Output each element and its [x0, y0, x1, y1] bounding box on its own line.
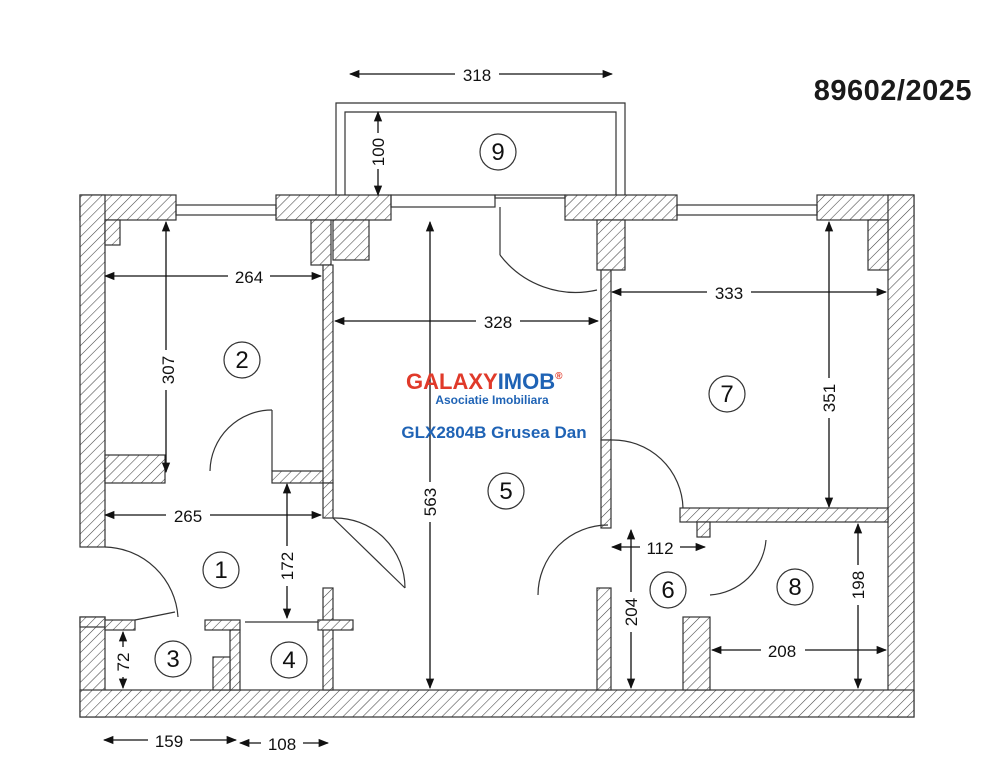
dim-room7-width: 333	[715, 284, 743, 303]
outer-walls	[79, 194, 915, 718]
logo-name-part1: GALAXY	[406, 369, 498, 394]
dim-room7-depth: 351	[820, 384, 839, 412]
dim-balcony-depth: 100	[369, 138, 388, 166]
dimension-labels: 318 100 264 307 328 563 333 351 265 172 …	[112, 64, 869, 754]
dim-hall-width: 265	[174, 507, 202, 526]
room-number-7: 7	[720, 381, 733, 408]
room-number-8: 8	[788, 574, 801, 601]
listing-label: GLX2804B Grusea Dan	[401, 423, 586, 442]
room-number-1: 1	[214, 557, 227, 584]
svg-text:GALAXYIMOB®: GALAXYIMOB®	[406, 369, 563, 394]
logo-name-part2: IMOB	[498, 369, 555, 394]
document-number: 89602/2025	[814, 75, 972, 107]
dim-room5-depth: 563	[421, 488, 440, 516]
dim-room3-width: 159	[155, 732, 183, 751]
room-number-2: 2	[235, 347, 248, 374]
room-number-5: 5	[499, 478, 512, 505]
agency-logo: GALAXYIMOB® Asociatie Imobiliara	[406, 369, 563, 407]
dim-hall-depth: 172	[278, 552, 297, 580]
dim-room3-depth: 72	[114, 653, 133, 672]
room-number-3: 3	[166, 646, 179, 673]
balcony-outline	[335, 102, 626, 195]
dim-room6-width: 112	[646, 539, 673, 558]
dim-room8-depth: 198	[849, 571, 868, 599]
dim-room4-width: 108	[268, 735, 296, 754]
logo-registered-mark: ®	[555, 371, 563, 382]
logo-tagline: Asociatie Imobiliara	[435, 393, 549, 407]
room-number-9: 9	[491, 139, 504, 166]
room-number-4: 4	[282, 647, 295, 674]
windows	[175, 194, 818, 216]
inner-walls	[79, 219, 889, 691]
room-numbers: 9 2 7 5 1 6 8 3 4	[154, 133, 814, 679]
dim-room2-width: 264	[235, 268, 263, 287]
dim-room2-depth: 307	[159, 356, 178, 384]
dim-balcony-width: 318	[463, 66, 491, 85]
dim-room6-depth: 204	[622, 598, 641, 626]
dim-room8-width: 208	[768, 642, 796, 661]
dim-room5-width: 328	[484, 313, 512, 332]
doors	[104, 207, 767, 623]
room-number-6: 6	[661, 577, 674, 604]
